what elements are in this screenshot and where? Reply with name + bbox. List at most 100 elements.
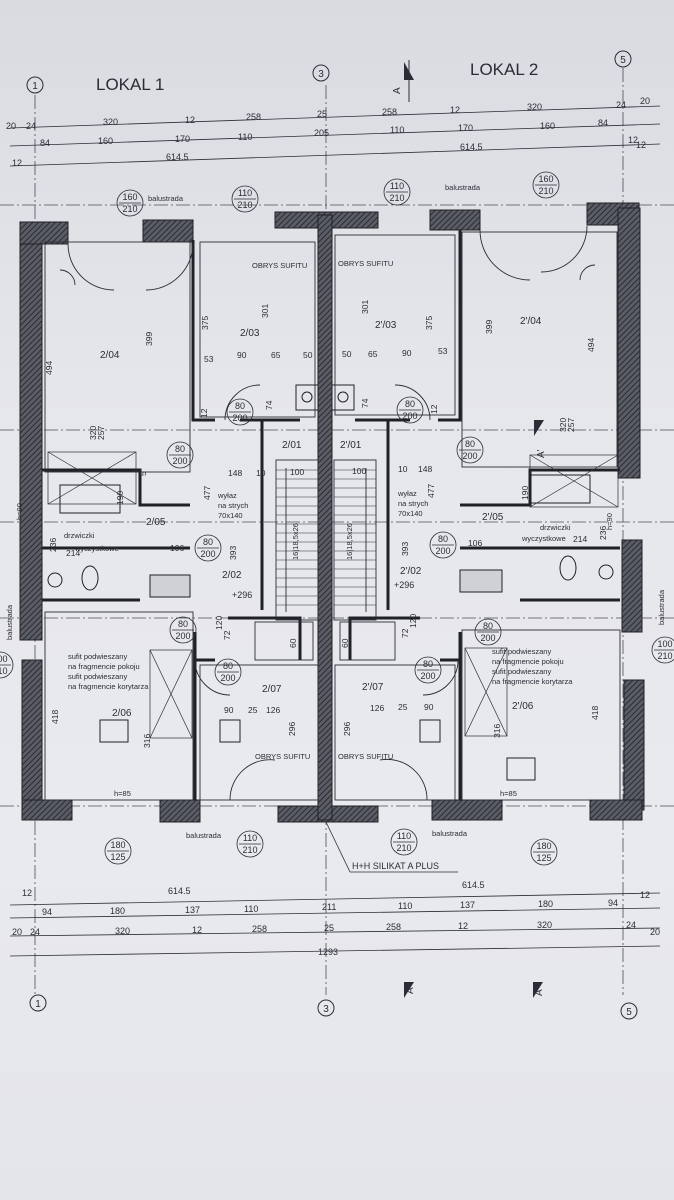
dimension-label: 10 — [256, 468, 266, 478]
dimension-label: 25 — [324, 923, 334, 933]
label-sufit-l3: sufit podwieszany — [68, 672, 127, 681]
dimension-label: 120 — [214, 616, 224, 630]
dimension-label: 301 — [360, 300, 370, 314]
dimension-label: 320 — [103, 117, 118, 127]
dimension-label: 614.5 — [462, 880, 485, 890]
dimension-label: 5 — [138, 471, 148, 476]
axis-label-3-top: 3 — [318, 69, 324, 80]
dimension-label: 12 — [458, 921, 468, 931]
dimension-label: 180 — [538, 899, 553, 909]
opening-marker — [0, 651, 14, 679]
axis-label-5-top: 5 — [620, 55, 626, 66]
section-label-a-top: A — [392, 87, 403, 94]
dimension-label: 110 — [398, 901, 412, 911]
room-2-07: 2/07 — [262, 684, 282, 695]
dimension-label: 90 — [237, 350, 247, 360]
label-obrys-sufitu-2: OBRYS SUFITU — [338, 259, 393, 268]
label-drzwiczki-r1: drzwiczki — [540, 523, 571, 532]
room-2-04: 2/04 — [100, 350, 120, 361]
dimension-label: 258 — [252, 924, 267, 934]
dimension-label: 375 — [424, 316, 434, 330]
dimension-label: 20 — [640, 96, 650, 106]
wall-top-right-a — [429, 209, 481, 231]
dimension-label: 106 — [170, 543, 184, 553]
dimension-label: 10 — [398, 464, 408, 474]
dimension-label: 320 — [558, 418, 568, 432]
dimension-label: 148 — [418, 464, 432, 474]
wall-top-left-b — [142, 219, 194, 243]
dimension-label: 296 — [287, 722, 297, 736]
label-stairs-right: 16|18,5x26 — [345, 523, 354, 560]
dimension-label: 12 — [450, 105, 460, 115]
dimension-label: 84 — [40, 138, 50, 148]
opening-size-label: 80 — [235, 401, 245, 411]
room-2-06: 2/06 — [112, 708, 132, 719]
opening-size-label: 200 — [402, 411, 417, 421]
room-2p-07: 2'/07 — [362, 682, 384, 693]
label-wylaz-l1: wyłaz — [217, 491, 237, 500]
bottom-dim-row-3: 20 24 320 12 258 25 258 12 320 24 20 — [12, 920, 660, 937]
opening-marker — [231, 185, 259, 213]
opening-marker — [456, 436, 484, 464]
dimension-label: 180 — [110, 906, 125, 916]
dimension-label: 74 — [360, 398, 370, 408]
dimension-label: 614.5 — [168, 886, 191, 896]
opening-marker — [429, 531, 457, 559]
room-2p-01: 2'/01 — [340, 440, 362, 451]
dimension-label: 12 — [429, 404, 439, 414]
room-2-03: 2/03 — [240, 328, 260, 339]
dimension-label: 316 — [142, 734, 152, 748]
room-2p-06: 2'/06 — [512, 701, 534, 712]
unit-title-lokal-2: LOKAL 2 — [470, 60, 538, 79]
axis-label-3-bottom: 3 — [323, 1004, 329, 1015]
section-arrow-a-bottom — [404, 982, 414, 998]
opening-marker — [104, 837, 132, 865]
room-labels: 2/04 2/03 2/01 2/05 2/02 2/07 2/06 2'/04… — [100, 316, 542, 719]
dimension-label: 20 — [6, 121, 16, 131]
opening-size-label: 160 — [122, 192, 137, 202]
dimension-label: 160 — [540, 121, 555, 131]
opening-size-label: 200 — [435, 546, 450, 556]
dimension-label: 20 — [12, 927, 22, 937]
thin-lines — [44, 231, 621, 801]
axis-label-1-bottom: 1 — [35, 999, 41, 1010]
room-2p-04: 2'/04 — [520, 316, 542, 327]
top-dim-row-3: 12 614.5 614.5 12 — [12, 140, 646, 168]
door-swings — [59, 225, 596, 801]
dimension-label: 12 — [636, 140, 646, 150]
dimension-label: 258 — [246, 112, 261, 122]
wall-right-mid — [621, 539, 643, 633]
opening-marker — [236, 830, 264, 858]
dimension-label: 393 — [228, 546, 238, 560]
dimension-label: 258 — [386, 922, 401, 932]
dimension-label: 53 — [438, 346, 448, 356]
dimension-label: 60 — [340, 638, 350, 648]
dimension-label: 205 — [314, 128, 329, 138]
label-balustrada-bottom-right: balustrada — [432, 829, 468, 838]
dimension-label: 393 — [400, 542, 410, 556]
opening-size-label: 200 — [420, 671, 435, 681]
dimension-label: 614.5 — [460, 142, 483, 152]
opening-size-label: 200 — [172, 456, 187, 466]
label-drzwiczki-l2: wyczystkowe — [74, 544, 119, 553]
room-2-02: 2/02 — [222, 570, 242, 581]
section-arrow-a-prime-bottom — [533, 982, 543, 998]
opening-size-label: 110 — [397, 831, 411, 841]
dimension-label: 72 — [222, 630, 232, 640]
dimension-label: 477 — [426, 484, 436, 498]
dimension-label: 418 — [50, 710, 60, 724]
dimension-label: 494 — [586, 338, 596, 352]
axis-bubble-1-top — [26, 76, 44, 94]
skylight-crosses — [47, 451, 619, 739]
label-drzwiczki-l1: drzwiczki — [64, 531, 95, 540]
label-drzwiczki-r2: wyczystkowe — [521, 534, 566, 543]
dimension-label: 12 — [640, 890, 650, 900]
opening-size-label: 200 — [175, 631, 190, 641]
wall-bottom-right-b — [589, 799, 643, 821]
label-obrys-sufitu-3: OBRYS SUFITU — [255, 752, 310, 761]
dimension-label: 50 — [342, 349, 352, 359]
opening-size-label: 210 — [538, 186, 553, 196]
wall-right-lower — [623, 679, 645, 811]
opening-size-label: 210 — [237, 200, 252, 210]
dimension-label: 320 — [115, 926, 130, 936]
